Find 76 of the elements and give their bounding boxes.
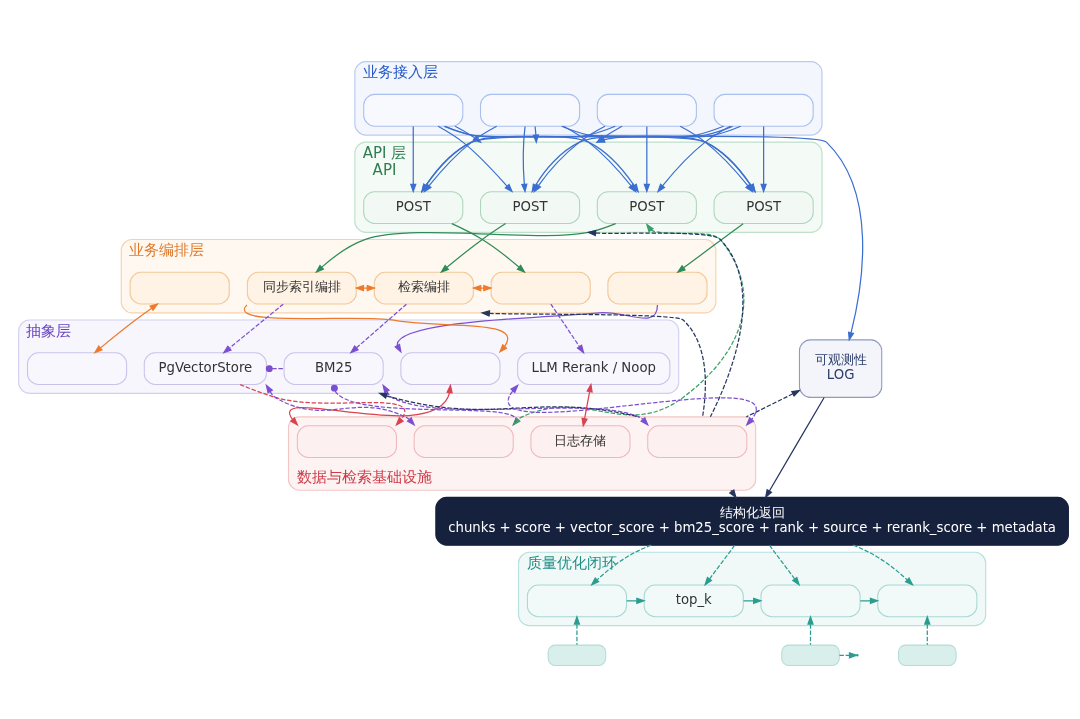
- node-box: 结构化返回 chunks + score + vector_score + bm25_score + rank + source + rerank_score + metadata: [435, 496, 1069, 546]
- arrow: [852, 544, 914, 586]
- arrow: [507, 383, 757, 426]
- arrow: [656, 125, 731, 193]
- node-box: 日志存储: [530, 424, 631, 458]
- arrow: [676, 222, 744, 273]
- node-box: POST: [479, 190, 581, 224]
- arrow: [239, 383, 406, 426]
- node-box: [526, 583, 627, 617]
- arrow: [423, 125, 498, 193]
- arrow: [265, 383, 416, 426]
- arrow: [838, 651, 859, 659]
- node-box: [781, 644, 840, 666]
- arrow: [573, 614, 581, 645]
- node-box: 同步索引编排: [246, 271, 357, 305]
- arrow: [923, 614, 931, 645]
- node-box: POST: [713, 190, 814, 224]
- arrow: [643, 125, 651, 193]
- arrow: [288, 383, 453, 426]
- arrow: [520, 125, 528, 193]
- arrow: [807, 614, 814, 645]
- arrow: [382, 383, 649, 426]
- node-box: [27, 351, 128, 385]
- node-box: [898, 644, 957, 666]
- node-box: PgVectorStore: [143, 351, 267, 385]
- arrow: [394, 303, 659, 353]
- node-box: [413, 424, 514, 458]
- node-box: 可观测性 LOG: [798, 338, 883, 398]
- arrow: [437, 125, 514, 193]
- node-box: [760, 583, 861, 617]
- node-box: [607, 271, 708, 305]
- arrow: [409, 125, 417, 193]
- arrow: [760, 125, 767, 193]
- node-box: [400, 351, 501, 385]
- arrow: [581, 382, 593, 427]
- node-box: [596, 93, 697, 127]
- arrow: [471, 284, 493, 291]
- node-box: LLM Rerank / Noop: [517, 351, 671, 385]
- arrow: [354, 284, 377, 291]
- node-box: 检索编排: [373, 271, 474, 305]
- arrow: [439, 222, 507, 273]
- node-box: [363, 93, 464, 127]
- arrow: [480, 309, 706, 417]
- node-box: POST: [363, 190, 464, 224]
- node-box: top_k: [643, 583, 744, 617]
- arrow: [586, 229, 744, 417]
- node-box: [129, 271, 230, 305]
- arrow: [590, 544, 652, 586]
- arrow: [764, 396, 825, 499]
- node-box: [490, 271, 591, 305]
- node-box: [479, 93, 581, 127]
- arrow: [454, 125, 482, 143]
- arrow: [315, 222, 617, 273]
- connector: [265, 364, 285, 372]
- arrow: [859, 597, 880, 604]
- node-box: [713, 93, 814, 127]
- node-box: [547, 644, 607, 666]
- node-box: [877, 583, 978, 617]
- arrow: [349, 303, 408, 354]
- arrow: [626, 597, 646, 604]
- arrow: [769, 544, 801, 586]
- node-box: BM25: [283, 351, 384, 385]
- arrow: [378, 392, 640, 417]
- arrow: [93, 302, 159, 354]
- arrow: [451, 222, 526, 273]
- arrow: [243, 303, 509, 353]
- arrow: [550, 303, 585, 354]
- node-box: POST: [596, 190, 697, 224]
- arrow: [742, 597, 763, 604]
- arrow: [512, 222, 745, 426]
- node-box: [647, 424, 748, 458]
- arrow: [704, 544, 736, 586]
- node-box: [296, 424, 397, 458]
- connector: [330, 384, 517, 425]
- arrow: [745, 389, 801, 417]
- arrow: [222, 303, 284, 354]
